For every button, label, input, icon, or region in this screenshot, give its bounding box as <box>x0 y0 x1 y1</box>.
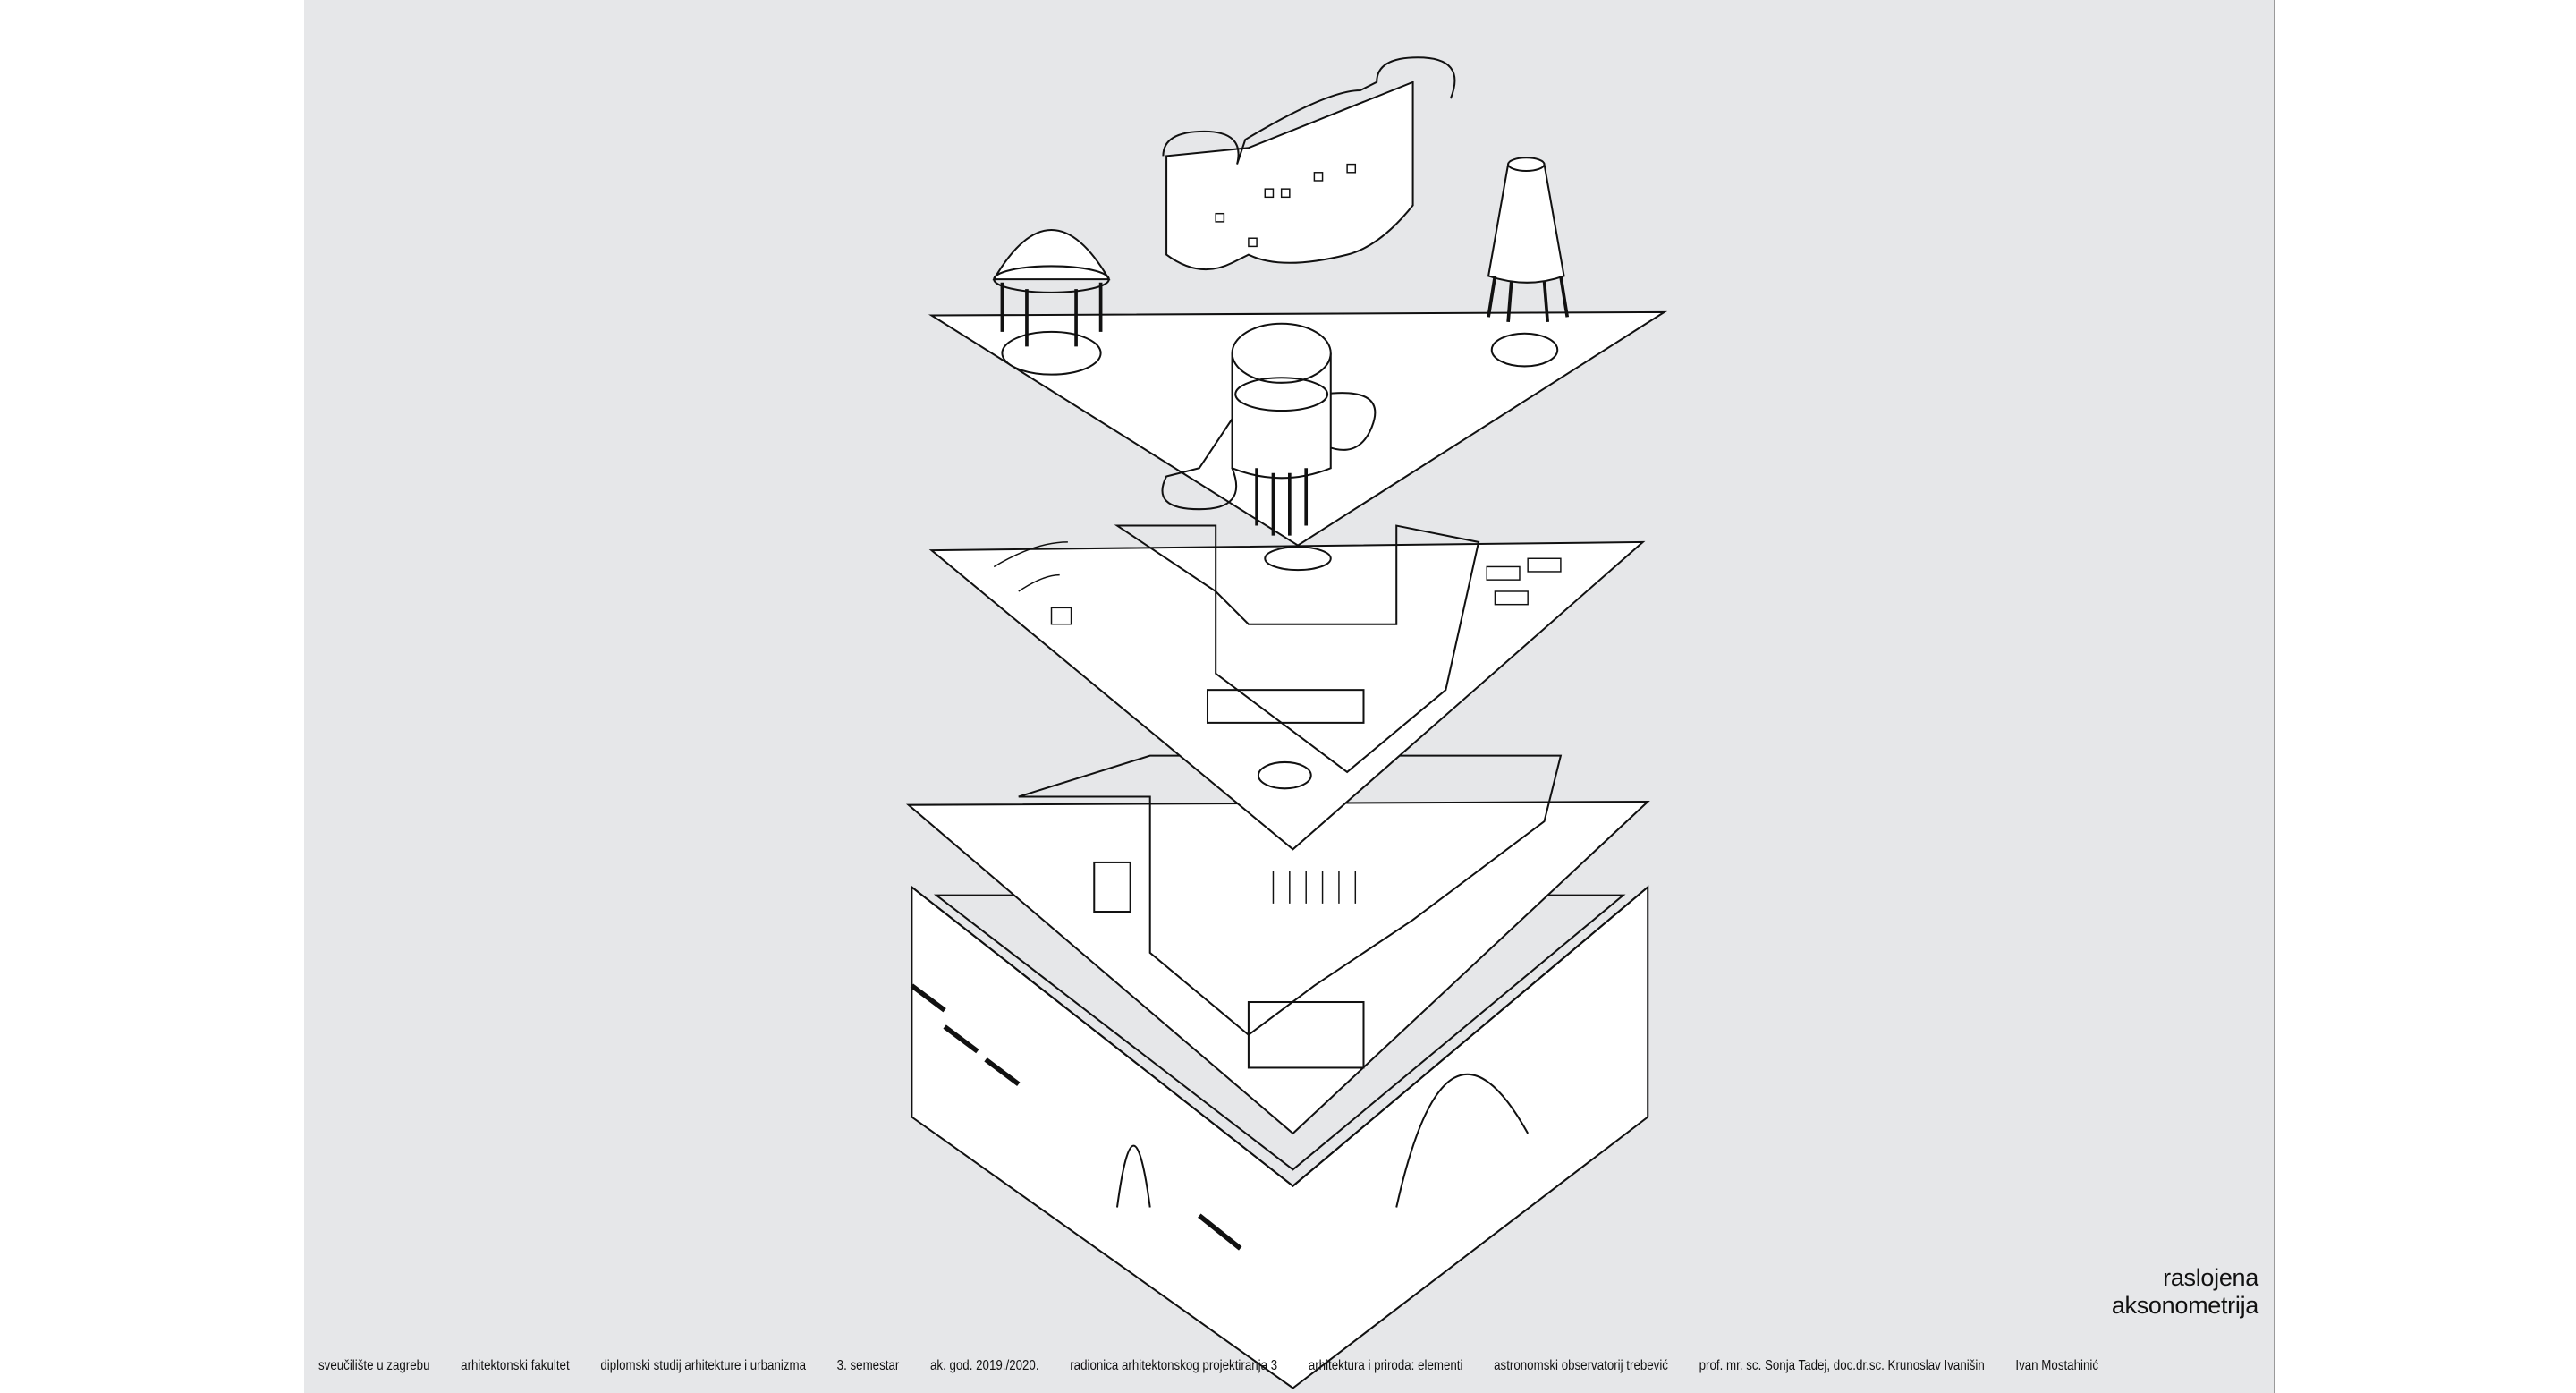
footer-university: sveučilište u zagrebu <box>318 1358 430 1373</box>
footer-mentors: prof. mr. sc. Sonja Tadej, doc.dr.sc. Kr… <box>1699 1358 1985 1373</box>
central-telescope-cylinder <box>1231 322 1332 536</box>
drawing-title: raslojena aksonometrija <box>2111 1264 2258 1319</box>
title-block-footer: sveučilište u zagrebu arhitektonski faku… <box>318 1358 2126 1374</box>
footer-theme: arhitektura i priroda: elementi <box>1308 1358 1463 1373</box>
footer-faculty: arhitektonski fakultet <box>461 1358 570 1373</box>
base-block <box>910 885 1649 1389</box>
footer-workshop: radionica arhitektonskog projektiranja 3 <box>1070 1358 1278 1373</box>
footer-year: ak. god. 2019./2020. <box>929 1358 1039 1373</box>
footer-study: diplomski studij arhitekture i urbanizma <box>600 1358 807 1373</box>
footer-semester: 3. semestar <box>836 1358 900 1373</box>
first-floor-plate <box>928 524 1646 851</box>
wavy-building <box>1162 56 1456 271</box>
footer-project: astronomski observatorij trebević <box>1494 1358 1668 1373</box>
cone-tower <box>1487 157 1570 323</box>
dome-pavilion <box>992 229 1111 347</box>
footer-author: Ivan Mostahinić <box>2015 1358 2099 1373</box>
